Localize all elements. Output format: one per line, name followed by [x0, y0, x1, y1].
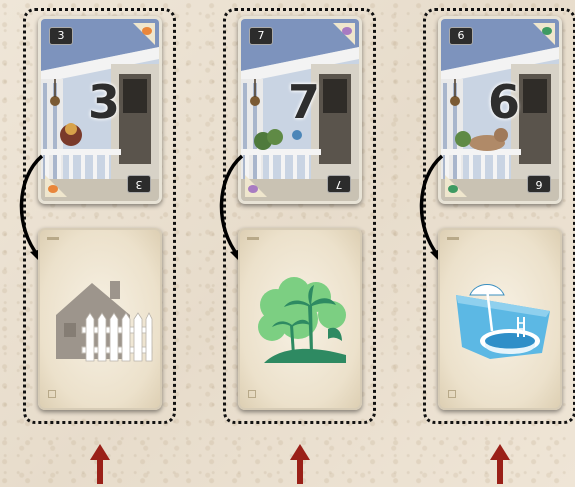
card-small-number-top: 3 [49, 27, 73, 45]
card-small-number-top: 7 [249, 27, 273, 45]
effect-card-pool[interactable] [438, 228, 562, 410]
card-corner-mark [47, 237, 59, 240]
leaf-corner-icon [133, 23, 155, 45]
card-corner-mark [447, 237, 459, 240]
card-small-number-bottom: 7 [327, 175, 351, 193]
card-column-1: 3 3 3 [0, 0, 195, 487]
card-corner-mark [247, 237, 259, 240]
effect-card-fence[interactable] [38, 228, 162, 410]
card-column-2: 7 7 7 [200, 0, 395, 487]
up-arrow-icon [290, 444, 310, 484]
house-number: 3 [81, 75, 127, 129]
card-corner-mark [248, 390, 256, 398]
card-small-number-bottom: 6 [527, 175, 551, 193]
house-number: 6 [481, 75, 527, 129]
leaf-corner-icon [333, 23, 355, 45]
house-number: 7 [281, 75, 327, 129]
leaf-corner-icon [533, 23, 555, 45]
card-corner-mark [448, 390, 456, 398]
card-small-number-bottom: 3 [127, 175, 151, 193]
up-arrow-icon [490, 444, 510, 484]
effect-card-landscaping[interactable] [238, 228, 362, 410]
card-column-3: 6 6 6 [400, 0, 575, 487]
up-arrow-icon [90, 444, 110, 484]
card-small-number-top: 6 [449, 27, 473, 45]
palm-trees-icon [250, 275, 354, 365]
pool-icon [450, 275, 554, 365]
card-corner-mark [48, 390, 56, 398]
fence-icon [50, 275, 154, 365]
